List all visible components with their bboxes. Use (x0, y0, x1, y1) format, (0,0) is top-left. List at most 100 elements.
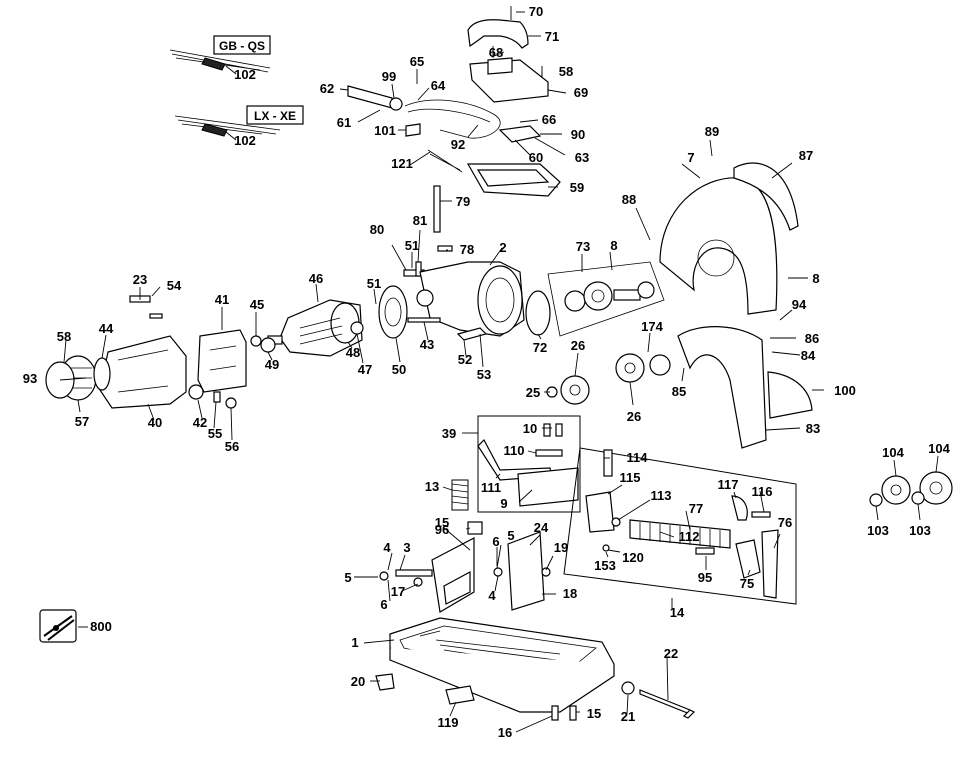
callout-21: 21 (621, 709, 635, 724)
callout-17: 17 (391, 584, 405, 599)
callout-63: 63 (575, 150, 589, 165)
callout-96: 96 (435, 522, 449, 537)
detail-box-39 (477, 415, 581, 513)
callout-19: 19 (554, 540, 568, 555)
callout-104: 104 (928, 441, 950, 456)
power-cord-gb (169, 49, 271, 73)
armature (267, 299, 363, 357)
callout-43: 43 (420, 337, 434, 352)
svg-text:GB - QS: GB - QS (219, 39, 265, 53)
callout-56: 56 (225, 439, 239, 454)
callout-117: 117 (718, 477, 739, 492)
callout-8: 8 (812, 271, 819, 286)
callout-94: 94 (792, 297, 807, 312)
callout-41: 41 (215, 292, 229, 307)
end-cap-57 (45, 355, 111, 401)
callout-48: 48 (346, 345, 360, 360)
callout-110: 110 (504, 443, 525, 458)
callout-86: 86 (805, 331, 819, 346)
callout-87: 87 (799, 148, 813, 163)
callout-83: 83 (806, 421, 820, 436)
callout-66: 66 (542, 112, 556, 127)
callout-174: 174 (641, 319, 663, 334)
callout-90: 90 (571, 127, 585, 142)
callout-16: 16 (498, 725, 512, 740)
callout-25: 25 (526, 385, 540, 400)
spindle-parts (403, 185, 453, 277)
callout-61: 61 (337, 115, 351, 130)
callout-53: 53 (477, 367, 491, 382)
callout-4: 4 (488, 588, 496, 603)
leader-lines (59, 11, 939, 733)
callout-71: 71 (545, 29, 559, 44)
tool-kit-icon (39, 609, 77, 643)
callout-47: 47 (358, 362, 372, 377)
callout-79: 79 (456, 194, 470, 209)
callout-labels: 1 2 3 4 4 5 5 6 6 7 8 8 9 10 13 14 15 15… (23, 4, 951, 740)
fan-50 (378, 285, 408, 339)
callout-15: 15 (435, 515, 449, 530)
callout-800: 800 (90, 619, 112, 634)
callout-73: 73 (576, 239, 590, 254)
callout-113: 113 (651, 488, 672, 503)
flange-assembly-73 (547, 261, 665, 337)
callout-45: 45 (250, 297, 264, 312)
motor-housing-40 (99, 335, 187, 409)
callout-14: 14 (670, 605, 685, 620)
callout-57: 57 (75, 414, 89, 429)
callout-120: 120 (622, 550, 644, 565)
callout-112: 112 (679, 529, 700, 544)
callout-44: 44 (99, 321, 114, 336)
callout-75: 75 (740, 576, 754, 591)
callout-6: 6 (380, 597, 387, 612)
guard-plate-100 (767, 371, 813, 419)
callout-102: 102 (234, 67, 256, 82)
callout-20: 20 (351, 674, 365, 689)
power-cord-lx (174, 115, 281, 137)
callout-51: 51 (367, 276, 381, 291)
callout-1: 1 (351, 635, 358, 650)
upper-guard-7 (659, 177, 778, 315)
callout-95: 95 (698, 570, 712, 585)
guard-cover-87 (733, 162, 799, 231)
callout-62: 62 (320, 81, 334, 96)
callout-10: 10 (523, 421, 537, 436)
blade-flanges-104 (869, 471, 953, 507)
callout-9: 9 (500, 496, 507, 511)
callout-22: 22 (664, 646, 678, 661)
callout-59: 59 (570, 180, 584, 195)
callout-51: 51 (405, 238, 419, 253)
callout-40: 40 (148, 415, 162, 430)
callout-115: 115 (620, 470, 641, 485)
callout-102: 102 (234, 133, 256, 148)
callout-52: 52 (458, 352, 472, 367)
callout-84: 84 (801, 348, 816, 363)
wrench-22 (551, 681, 696, 721)
callout-4: 4 (383, 540, 391, 555)
callout-15: 15 (587, 706, 601, 721)
callout-69: 69 (574, 85, 588, 100)
callout-58: 58 (559, 64, 573, 79)
callout-24: 24 (534, 520, 549, 535)
callout-85: 85 (672, 384, 686, 399)
callout-2: 2 (499, 240, 506, 255)
callout-46: 46 (309, 271, 323, 286)
callout-80: 80 (370, 222, 384, 237)
callout-72: 72 (533, 340, 547, 355)
callout-76: 76 (778, 515, 792, 530)
callout-93: 93 (23, 371, 37, 386)
callout-39: 39 (442, 426, 456, 441)
callout-7: 7 (687, 150, 694, 165)
callout-5: 5 (344, 570, 351, 585)
callout-70: 70 (529, 4, 543, 19)
base-1 (375, 617, 615, 713)
callout-114: 114 (627, 450, 649, 465)
callout-3: 3 (403, 540, 410, 555)
callout-13: 13 (425, 479, 439, 494)
lower-guard-83 (677, 326, 767, 449)
callout-153: 153 (594, 558, 616, 573)
callout-49: 49 (265, 357, 279, 372)
callout-54: 54 (167, 278, 182, 293)
region-tag-lx-xe: LX - XE (246, 105, 304, 125)
